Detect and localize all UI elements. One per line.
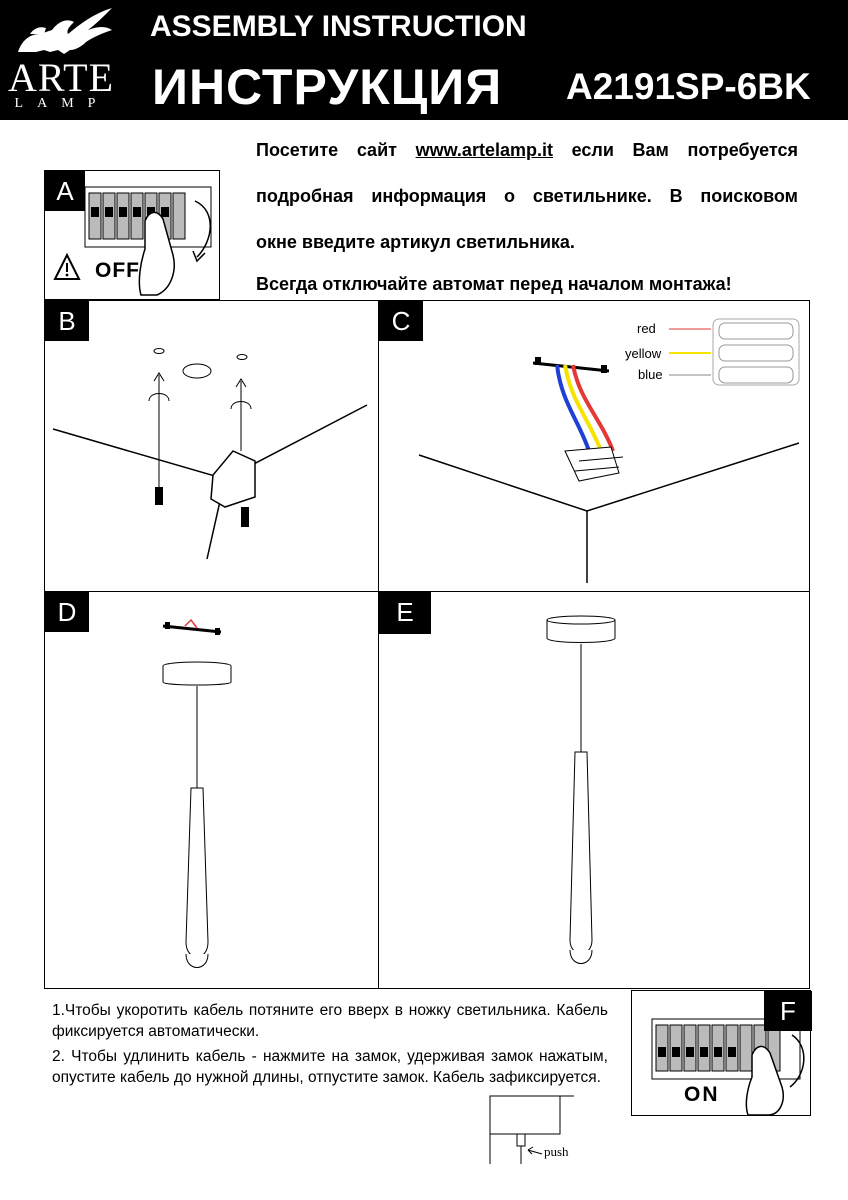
ceiling-drilling-illustration <box>45 301 380 593</box>
step-d-panel: D <box>44 591 379 989</box>
intro-suffix: если Вам потребуется <box>553 140 798 160</box>
step-b-panel: B <box>44 300 379 592</box>
breaker-off-label: OFF <box>95 259 140 283</box>
wire-label-blue: blue <box>638 367 663 382</box>
step-c-tag: C <box>379 301 423 341</box>
push-label: push <box>544 1144 569 1160</box>
step-a-panel: A OFF <box>44 170 220 300</box>
intro-line-3: окне введите артикул светильника. <box>256 232 798 253</box>
step-d-tag: D <box>45 592 89 632</box>
push-lock-diagram: push <box>488 1094 578 1166</box>
step-b-tag: B <box>45 301 89 341</box>
website-link[interactable]: www.artelamp.it <box>416 140 553 160</box>
installed-pendant-illustration <box>379 592 811 990</box>
wiring-illustration <box>379 301 811 593</box>
step-f-panel: F ON <box>631 990 811 1116</box>
logo-subtitle: LAMP <box>2 96 122 112</box>
intro-line-2: подробная информация о светильнике. В по… <box>256 186 798 207</box>
breaker-on-label: ON <box>684 1083 720 1107</box>
step-e-panel: E <box>378 591 810 989</box>
model-number: A2191SP-6BK <box>566 66 811 108</box>
logo-wordmark: ARTE <box>2 58 120 98</box>
step-f-tag: F <box>764 991 812 1031</box>
intro-prefix: Посетите сайт <box>256 140 416 160</box>
note-shorten-cable: 1.Чтобы укоротить кабель потяните его вв… <box>52 1000 608 1042</box>
intro-line-1: Посетите сайт www.artelamp.it если Вам п… <box>256 140 798 161</box>
wire-label-red: red <box>637 321 656 336</box>
step-a-tag: A <box>45 171 85 211</box>
note-lengthen-cable: 2. Чтобы удлинить кабель - нажмите на за… <box>52 1046 608 1088</box>
mounting-pendant-illustration <box>45 592 380 990</box>
step-c-panel: C red yellow blue <box>378 300 810 592</box>
step-e-tag: E <box>379 592 431 634</box>
wire-label-yellow: yellow <box>625 346 661 361</box>
warning-text: Всегда отключайте автомат перед началом … <box>256 274 798 295</box>
title-russian: ИНСТРУКЦИЯ <box>152 58 502 116</box>
title-english: ASSEMBLY INSTRUCTION <box>150 10 527 44</box>
